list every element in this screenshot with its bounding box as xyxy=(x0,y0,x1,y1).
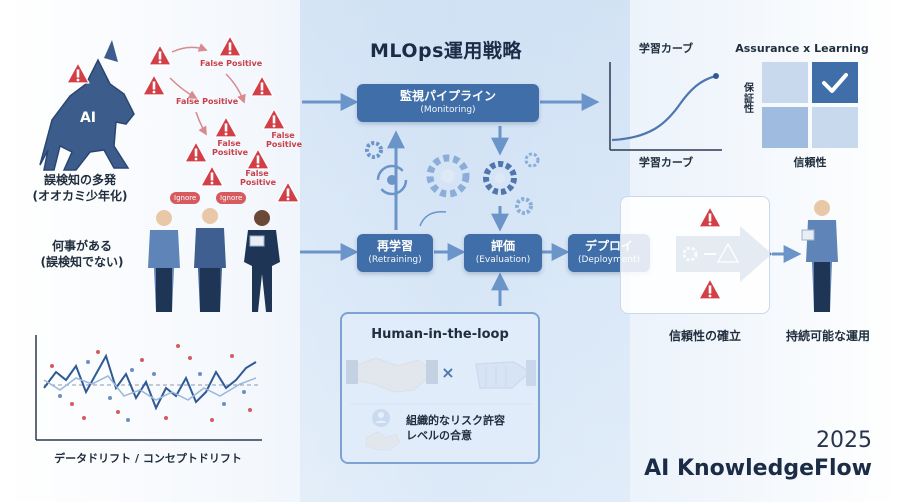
gear-icon xyxy=(483,161,517,195)
retraining-label: 再学習 xyxy=(376,239,413,253)
times-symbol: × xyxy=(441,363,455,382)
drift-caption: データドリフト / コンセプトドリフト xyxy=(54,452,242,465)
gear-icon xyxy=(426,154,470,198)
wolf-ai-label: AI xyxy=(80,110,96,126)
warning-icon xyxy=(250,75,274,97)
sustain-caption: 持続可能な運用 xyxy=(785,329,870,343)
deployment-check-box xyxy=(620,196,770,314)
matrix-ylabel: 保証性 xyxy=(744,83,754,115)
agreement-line-2: レベルの合意 xyxy=(406,428,472,442)
learning-curve-title: 学習カーブ xyxy=(638,42,694,55)
matrix-cell xyxy=(762,107,808,148)
wolf-icon xyxy=(39,40,135,171)
check-icon xyxy=(822,73,848,93)
matrix-cell xyxy=(762,62,808,103)
false-alarm-subcaption: (オオカミ少年化) xyxy=(32,189,128,204)
warning-icon xyxy=(276,181,300,203)
warning-icon xyxy=(214,116,238,138)
evaluation-label: 評価 xyxy=(490,239,515,253)
warning-icon xyxy=(246,148,270,170)
learning-curve-chart xyxy=(609,62,722,151)
monitoring-sublabel: (Monitoring) xyxy=(420,105,476,115)
monitoring-node: 監視パイプライン (Monitoring) xyxy=(357,84,539,122)
matrix-xlabel: 信頼性 xyxy=(793,156,827,169)
warning-icon xyxy=(200,165,224,187)
warning-icons xyxy=(697,205,723,300)
warning-icon xyxy=(66,62,90,84)
false-positive-label: False Positive xyxy=(240,169,277,187)
brand-year: 2025 xyxy=(816,428,872,453)
trust-caption: 信頼性の確立 xyxy=(668,329,741,343)
matrix-cell-highlight xyxy=(812,62,858,103)
warning-icon xyxy=(262,108,286,130)
retraining-node: 再学習 (Retraining) xyxy=(357,234,433,272)
matrix-title: Assurance x Learning xyxy=(735,42,869,55)
real-event-caption: 何事がある xyxy=(51,239,112,253)
deployment-sublabel: (Deployment) xyxy=(577,255,641,265)
warning-icon xyxy=(218,35,242,57)
false-positive-label: False Positive xyxy=(200,59,263,68)
hitl-title: Human-in-the-loop xyxy=(371,327,509,342)
monitoring-label: 監視パイプライン xyxy=(399,89,496,103)
people-group-illustration xyxy=(148,208,280,312)
warning-icon xyxy=(142,74,166,96)
human-in-the-loop-box: Human-in-the-loop × 組織的なリスク許容 レベルの合意 xyxy=(340,312,540,464)
false-positive-label: False Positive xyxy=(212,139,249,157)
page-title: MLOps運用戦略 xyxy=(370,40,522,62)
assurance-learning-matrix xyxy=(762,62,858,148)
false-positive-label: False Positive xyxy=(266,131,303,149)
retraining-sublabel: (Retraining) xyxy=(368,255,422,265)
refresh-icon xyxy=(376,164,408,196)
brand-name: AI KnowledgeFlow xyxy=(644,456,872,481)
agreement-line-1: 組織的なリスク許容 xyxy=(406,414,505,427)
warning-icon xyxy=(697,277,723,300)
learning-curve-xlabel: 学習カーブ xyxy=(638,156,694,169)
ignore-bubble: Ignore xyxy=(216,192,247,204)
warning-icon xyxy=(148,44,172,66)
real-event-subcaption: (誤検知でない) xyxy=(40,255,124,270)
person-icon xyxy=(801,200,838,312)
warning-icon xyxy=(184,141,208,163)
false-positive-label: False Positive xyxy=(176,97,239,106)
false-alarm-caption: 誤検知の多発 xyxy=(43,173,116,187)
evaluation-node: 評価 (Evaluation) xyxy=(464,234,542,272)
gear-icon xyxy=(365,141,540,215)
matrix-cell xyxy=(812,107,858,148)
drift-chart xyxy=(35,335,262,441)
warning-icon xyxy=(697,205,723,228)
ignore-bubble: Ignore xyxy=(170,192,201,204)
evaluation-sublabel: (Evaluation) xyxy=(475,255,531,265)
